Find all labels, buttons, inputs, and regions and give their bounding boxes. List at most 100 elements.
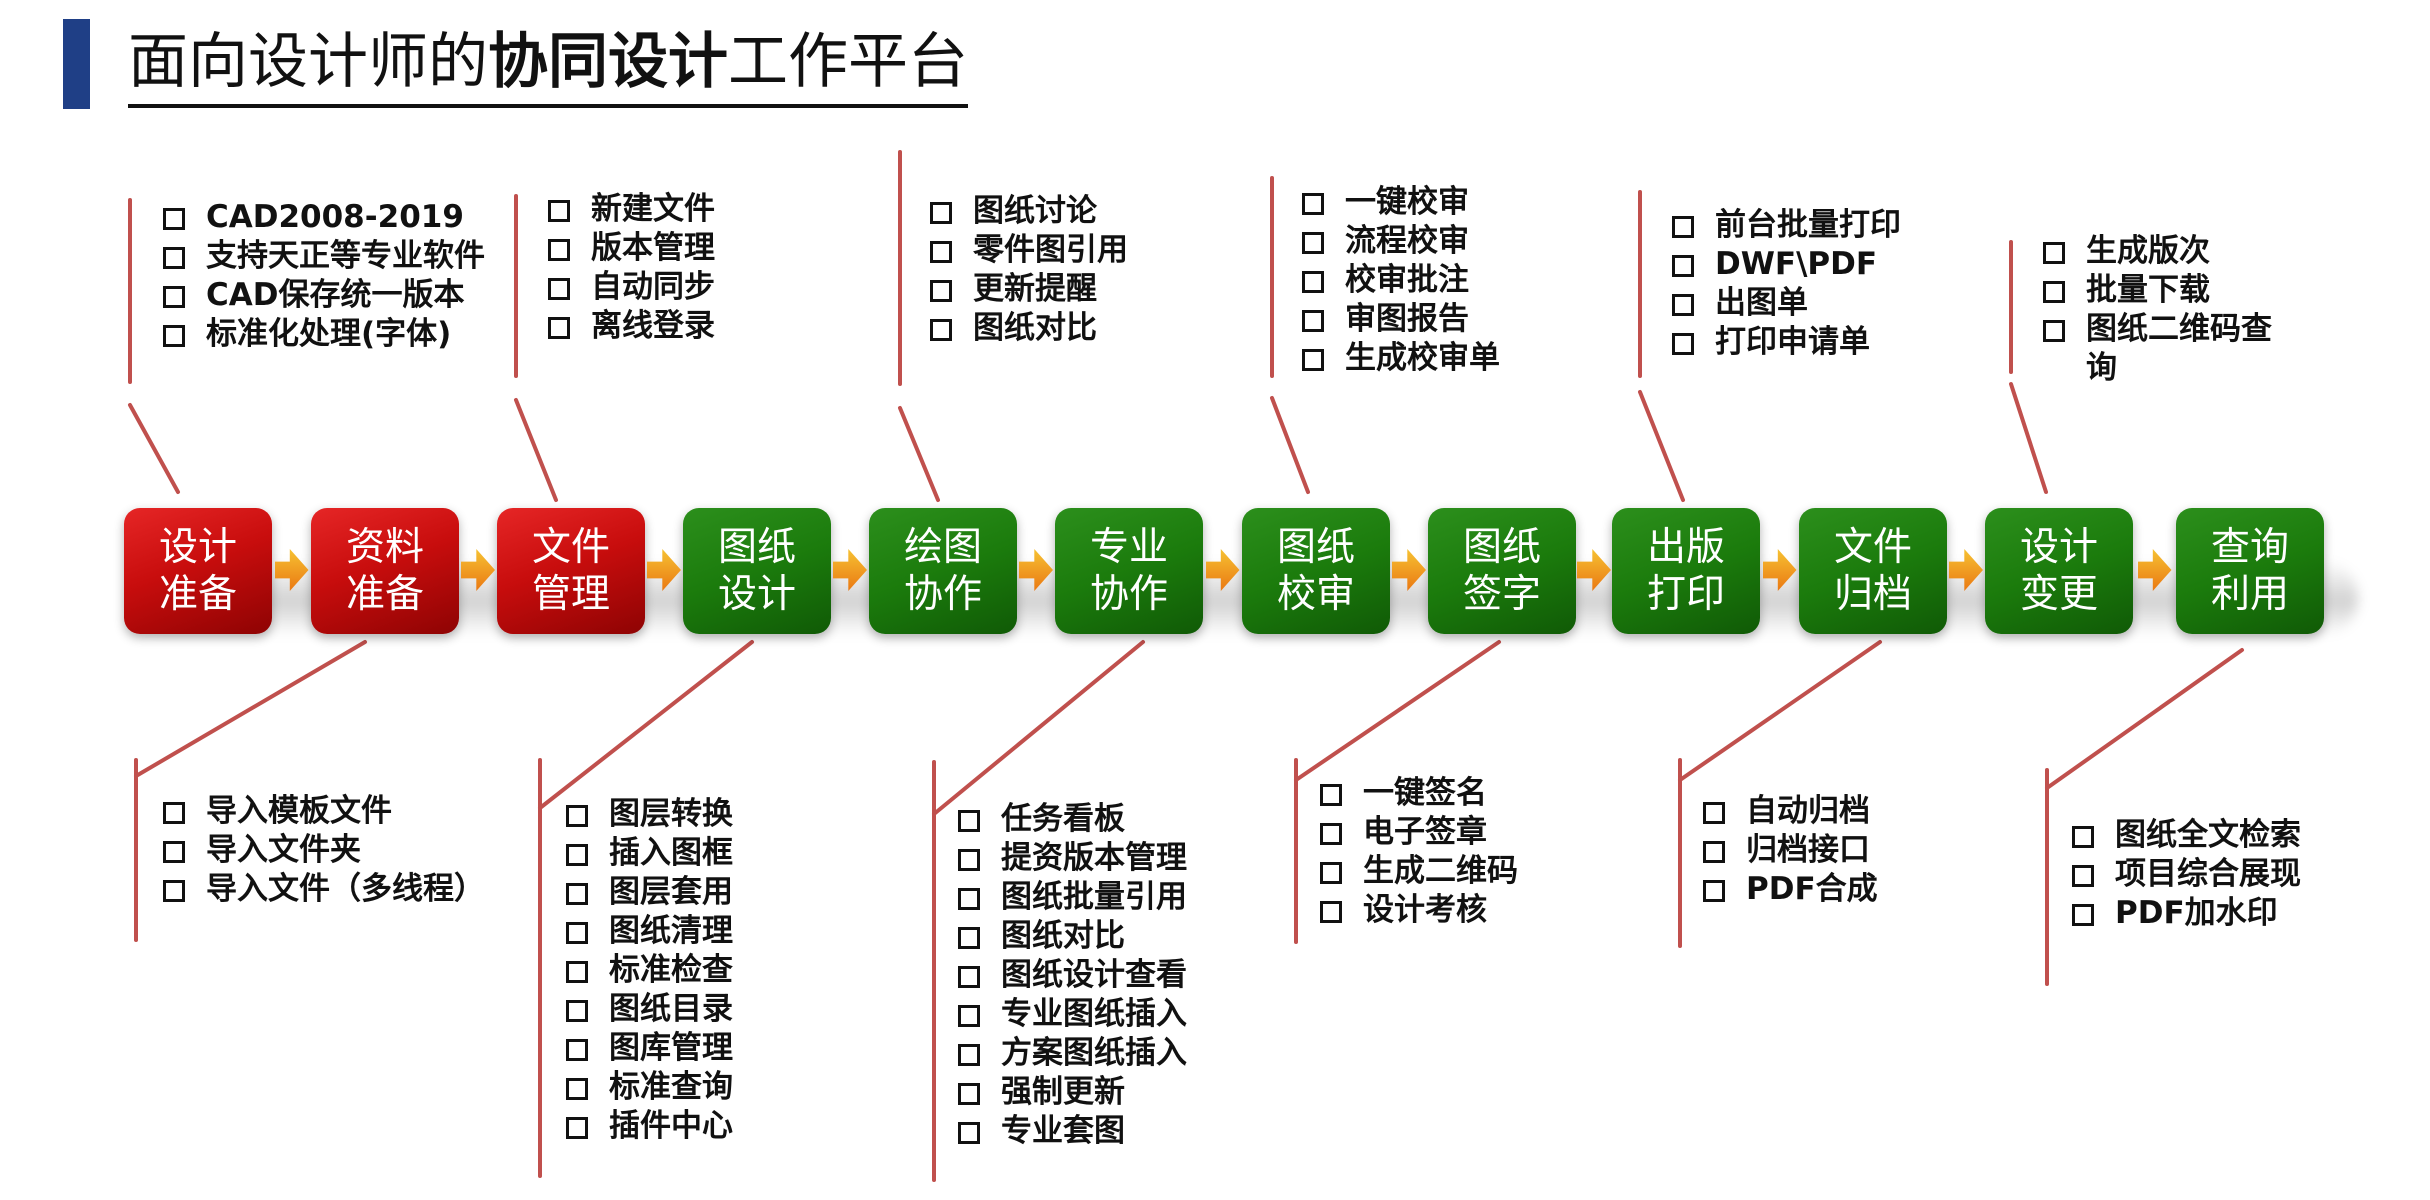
checklist-item: 出图单 [1672,284,1901,323]
bottom-list-drawing-design: 图层转换插入图框图层套用图纸清理标准检查图纸目录图库管理标准查询插件中心 [566,795,733,1146]
checkbox-icon [163,286,185,308]
checkbox-icon [958,849,980,871]
checkbox-icon [958,810,980,832]
step-label: 设计 准备 [158,525,237,617]
connector-line [128,403,180,494]
checkbox-icon [930,280,952,302]
checklist-item: 批量下载 [2043,271,2293,310]
checklist-item: 项目综合展现 [2072,855,2301,894]
checklist-item: 设计考核 [1320,891,1518,930]
checklist-item: 图纸批量引用 [958,878,1187,917]
checkbox-icon [163,841,185,863]
checklist-item-text: 版本管理 [591,230,715,266]
step-label: 专业 协作 [1089,525,1168,617]
checklist-item-text: 流程校审 [1345,223,1469,259]
title-accent-bar [63,19,90,109]
checkbox-icon [1302,232,1324,254]
checklist-item-text: 自动归档 [1746,793,1870,829]
connector-line [134,640,367,778]
checklist-item: 版本管理 [548,229,715,268]
step-drawing-signature: 图纸 签字 [1428,508,1576,634]
checkbox-icon [2043,242,2065,264]
checklist-item: DWF\PDF [1672,245,1901,284]
checklist-item-text: 图层转换 [609,796,733,832]
checklist-item: PDF合成 [1703,870,1878,909]
title-plain-before: 面向设计师的 [128,27,488,97]
step-file-archive: 文件 归档 [1799,508,1947,634]
checklist-item: 图纸全文检索 [2072,816,2301,855]
checklist-item-text: 专业套图 [1001,1113,1125,1149]
step-label: 图纸 校审 [1276,525,1355,617]
checklist-item-text: 标准查询 [609,1069,733,1105]
checkbox-icon [1703,841,1725,863]
checklist-item-text: 图库管理 [609,1030,733,1066]
checklist-item-text: 标准化处理(字体) [206,316,452,352]
checklist-item: 图纸设计查看 [958,956,1187,995]
checklist-item-text: 任务看板 [1001,801,1125,837]
step-drawing-design: 图纸 设计 [683,508,831,634]
checklist-item: 生成版次 [2043,232,2293,271]
step-drawing-collab: 绘图 协作 [869,508,1017,634]
checkbox-icon [548,317,570,339]
checkbox-icon [930,319,952,341]
checklist-item: 自动同步 [548,268,715,307]
checklist-item: 生成校审单 [1302,339,1500,378]
connector-line [538,640,754,810]
checkbox-icon [958,1005,980,1027]
checkbox-icon [1672,333,1694,355]
checklist-item: 零件图引用 [930,231,1128,270]
checkbox-icon [566,1078,588,1100]
step-label: 绘图 协作 [903,525,982,617]
checkbox-icon [2072,826,2094,848]
checklist-item-text: 方案图纸插入 [1001,1035,1187,1071]
checkbox-icon [958,888,980,910]
checklist-item-text: 导入文件夹 [206,832,361,868]
checkbox-icon [566,1039,588,1061]
connector-line [2009,382,2048,494]
checkbox-icon [566,961,588,983]
checklist-item: 前台批量打印 [1672,206,1901,245]
checkbox-icon [958,1083,980,1105]
step-design-change: 设计 变更 [1985,508,2133,634]
checkbox-icon [930,202,952,224]
checklist-item-text: 离线登录 [591,308,715,344]
connector-line [898,406,940,502]
checkbox-icon [566,844,588,866]
step-data-prep: 资料 准备 [311,508,459,634]
checklist-item: 打印申请单 [1672,323,1901,362]
checkbox-icon [2072,904,2094,926]
checkbox-icon [1302,193,1324,215]
checkbox-icon [958,1122,980,1144]
top-list-drawing-collab: 图纸讨论零件图引用更新提醒图纸对比 [930,192,1128,348]
checklist-item: 图纸目录 [566,990,733,1029]
checkbox-icon [958,966,980,988]
checklist-item-text: 项目综合展现 [2115,856,2301,892]
checklist-item: 插入图框 [566,834,733,873]
checklist-item-text: 一键校审 [1345,184,1469,220]
checkbox-icon [958,927,980,949]
checklist-item: 插件中心 [566,1107,733,1146]
checklist-item: 导入模板文件 [163,792,485,831]
checklist-item-text: 打印申请单 [1715,324,1870,360]
checkbox-icon [1703,880,1725,902]
checkbox-icon [566,1000,588,1022]
bottom-list-data-prep: 导入模板文件导入文件夹导入文件（多线程） [163,792,485,909]
checklist-item: 方案图纸插入 [958,1034,1187,1073]
step-drawing-review: 图纸 校审 [1242,508,1390,634]
checklist-item-text: 一键签名 [1363,775,1487,811]
step-label: 查询 利用 [2210,525,2289,617]
checkbox-icon [548,278,570,300]
checkbox-icon [930,241,952,263]
checklist-item-text: 设计考核 [1363,892,1487,928]
checklist-item-text: 标准检查 [609,952,733,988]
checkbox-icon [1320,784,1342,806]
title-bold: 协同设计 [488,27,728,97]
step-label: 设计 变更 [2019,525,2098,617]
connector-line [932,640,1145,816]
checkbox-icon [163,208,185,230]
